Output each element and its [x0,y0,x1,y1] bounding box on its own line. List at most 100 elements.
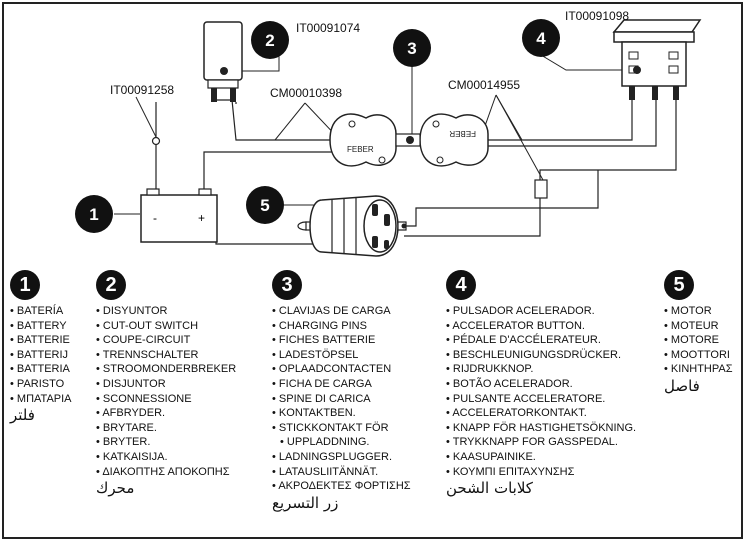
list-item: ΚΙΝΗΤΗΡΑΣ [664,362,742,377]
list-item: CLAVIJAS DE CARGA [272,304,411,319]
wire-battery-positive [203,151,350,190]
legend-arabic-label: فلتر [10,406,35,425]
list-item: BATTERY [10,319,72,334]
list-item: AFBRYDER. [96,406,236,421]
list-item: DISYUNTOR [96,304,236,319]
list-item: KATKAISIJA. [96,450,236,465]
legend-accelerator-button: 4 PULSADOR ACELERADOR. ACCELERATOR BUTTO… [446,270,636,497]
plug-junction [395,133,421,147]
badge-5: 5 [246,186,284,224]
wiring-diagram: - + FEBER FEBER [75,9,702,257]
list-item: KONTAKTBEN. [272,406,411,421]
legend-list: PULSADOR ACELERADOR. ACCELERATOR BUTTON.… [446,304,636,479]
code-fuse: IT00091258 [110,83,174,97]
list-item: ACCELERATOR BUTTON. [446,319,636,334]
svg-text:1: 1 [89,205,98,224]
leader-fuse [135,96,157,138]
wire-connector-to-motor [404,198,541,237]
list-item: ACCELERATORKONTAKT. [446,406,636,421]
list-item: MOTORE [664,333,742,348]
leader-wire-3 [495,94,544,181]
legend-arabic-label: كلابات الشحن [446,479,533,498]
wire-connector-to-button [539,100,677,186]
list-item: LATAUSLIITÄNNÄT. [272,465,411,480]
legend-list: DISYUNTOR CUT-OUT SWITCH COUPE-CIRCUIT T… [96,304,236,479]
list-item: RIJDRUKKNOP. [446,362,636,377]
legend-number-badge: 1 [10,270,40,300]
legend-cutout-switch: 2 DISYUNTOR CUT-OUT SWITCH COUPE-CIRCUIT… [96,270,236,497]
list-item: UPPLADDNING. [272,435,411,450]
badge-1: 1 [75,195,113,233]
list-item: BATTERIJ [10,348,72,363]
legend-battery: 1 BATERÍA BATTERY BATTERIE BATTERIJ BATT… [10,270,72,424]
fuse [151,136,161,146]
legend-list: BATERÍA BATTERY BATTERIE BATTERIJ BATTER… [10,304,72,406]
list-item: BOTÃO ACELERADOR. [446,377,636,392]
list-item: PARISTO [10,377,72,392]
list-item: SPINE DI CARICA [272,392,411,407]
svg-text:5: 5 [260,196,269,215]
wire-plug-to-button-2 [487,100,657,147]
wire-plug-to-button-1 [487,100,633,141]
list-item: MOTEUR [664,319,742,334]
leader-badge-4 [540,54,637,71]
feber-label-left: FEBER [347,145,374,154]
legend-number-badge: 4 [446,270,476,300]
list-item: FICHES BATTERIE [272,333,411,348]
accelerator-button [612,19,702,100]
charging-plug-left: FEBER [329,113,397,167]
svg-text:3: 3 [407,39,416,58]
battery-minus-label: - [153,211,157,225]
legend-number-badge: 3 [272,270,302,300]
list-item: LADNINGSPLUGGER. [272,450,411,465]
list-item: ΔΙΑΚΟΠΤΗΣ ΑΠΟΚΟΠΗΣ [96,465,236,480]
svg-text:2: 2 [265,31,274,50]
list-item: LADESTÖPSEL [272,348,411,363]
code-cutout: IT00091074 [296,21,360,35]
legend-list: CLAVIJAS DE CARGA CHARGING PINS FICHES B… [272,304,411,494]
list-item: FICHA DE CARGA [272,377,411,392]
list-item: STROOMONDERBREKER [96,362,236,377]
svg-text:4: 4 [536,29,546,48]
list-item: KNAPP FÖR HASTIGHETSÖKNING. [446,421,636,436]
leader-badge-3 [410,65,413,137]
cutout-switch [203,21,243,102]
legend-arabic-label: زر التسريع [272,493,339,512]
badge-2: 2 [251,21,289,59]
legend-number-badge: 5 [664,270,694,300]
list-item: MOOTTORI [664,348,742,363]
list-item: BRYTER. [96,435,236,450]
badge-4: 4 [522,19,560,57]
motor [297,195,407,257]
legend-charging-pins: 3 CLAVIJAS DE CARGA CHARGING PINS FICHES… [272,270,411,512]
list-item: TRENNSCHALTER [96,348,236,363]
list-item: OPLAADCONTACTEN [272,362,411,377]
list-item: BATTERIA [10,362,72,377]
list-item: BESCHLEUNIGUNGSDRÜCKER. [446,348,636,363]
list-item: COUPE-CIRCUIT [96,333,236,348]
battery-plus-label: + [198,211,205,225]
list-item: TRYKKNAPP FOR GASSPEDAL. [446,435,636,450]
list-item: MOTOR [664,304,742,319]
charging-plug-right: FEBER [419,113,489,167]
code-button: IT00091098 [565,9,629,23]
legend-list: MOTOR MOTEUR MOTORE MOOTTORI ΚΙΝΗΤΗΡΑΣ [664,304,742,377]
list-item: PÉDALE D'ACCÉLERATEUR. [446,333,636,348]
legend-number-badge: 2 [96,270,126,300]
list-item: KAASUPAINIKE. [446,450,636,465]
list-item: ΜΠΑΤΑΡΙΑ [10,392,72,407]
leader-pins-left [274,102,306,141]
list-item: SCONNESSIONE [96,392,236,407]
list-item: CHARGING PINS [272,319,411,334]
code-wire: CM00014955 [448,78,520,92]
list-item: PULSADOR ACELERADOR. [446,304,636,319]
legend-arabic-label: محرك [96,479,135,498]
list-item: STICKKONTAKT FÖR [272,421,411,436]
feber-label-right: FEBER [449,129,476,138]
badge-3: 3 [393,29,431,67]
diagram-badges: 1 2 3 4 5 [75,19,560,233]
battery: - + [140,188,218,243]
legend-arabic-label: فاصل [664,376,700,395]
list-item: BRYTARE. [96,421,236,436]
